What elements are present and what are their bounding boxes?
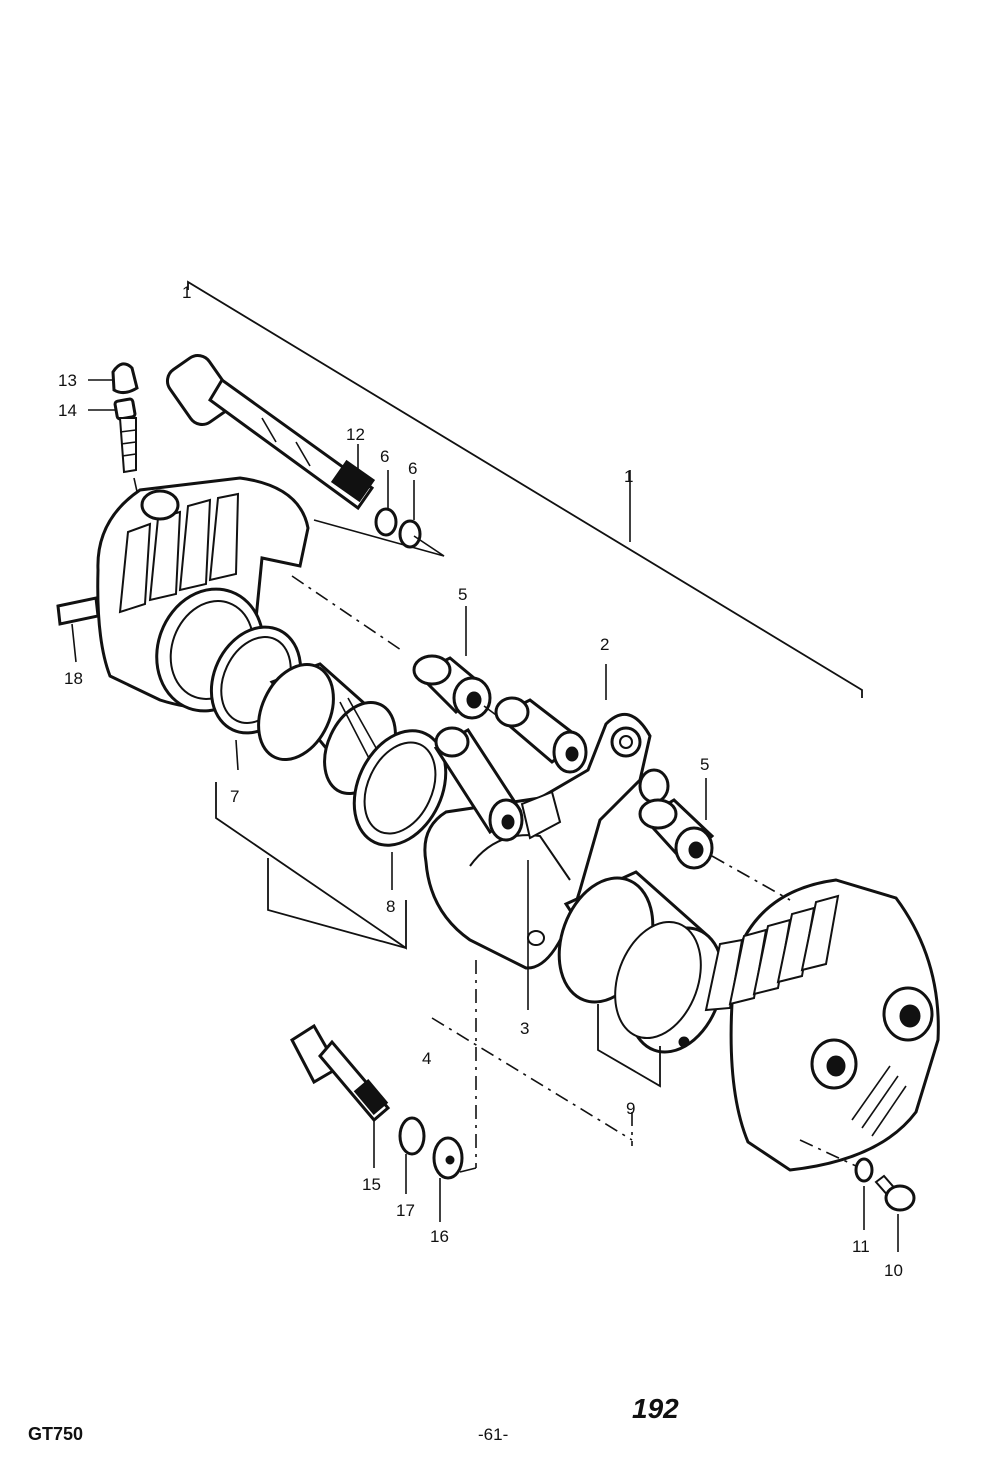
page-number: -61- [478, 1425, 508, 1444]
callout-1-assembly-left: 1 [182, 283, 191, 302]
callout-5-lower: 5 [700, 755, 709, 774]
callout-4: 4 [422, 1049, 431, 1068]
callout-1-assembly: 1 [624, 467, 633, 486]
alignment-line-a [291, 575, 405, 653]
cover-screw [874, 1174, 916, 1212]
bleeder-screw [113, 397, 137, 474]
callout-16: 16 [430, 1227, 449, 1246]
o-ring-a [374, 507, 398, 537]
assembly-bracket-1 [187, 280, 863, 698]
slide-pin-upper [494, 696, 588, 774]
label-plate [56, 596, 100, 663]
bracket-4-inner [215, 782, 407, 950]
sleeve-lower [638, 798, 715, 870]
caliper-inner-half [704, 878, 940, 1172]
o-ring-b [398, 519, 422, 549]
callout-2: 2 [600, 635, 609, 654]
sleeve-small [638, 768, 670, 804]
callout-6-b: 6 [408, 459, 417, 478]
callout-5-upper: 5 [458, 585, 467, 604]
callout-17: 17 [396, 1201, 415, 1220]
callout-7: 7 [230, 787, 239, 806]
screw-washer [854, 1157, 874, 1183]
caliper-support-bracket [423, 713, 652, 970]
mounting-bolt [290, 1023, 391, 1123]
model-code: GT750 [28, 1424, 83, 1444]
callout-15: 15 [362, 1175, 381, 1194]
callout-11: 11 [852, 1237, 870, 1256]
callout-10: 10 [884, 1261, 903, 1280]
bleeder-cap [111, 362, 139, 395]
pad-spring [520, 790, 562, 840]
bracket-9 [597, 1004, 661, 1088]
slide-pin-lower [433, 726, 524, 842]
callout-9: 9 [626, 1099, 635, 1118]
spring-washer [398, 1116, 426, 1156]
callout-3: 3 [520, 1019, 529, 1038]
callout-18: 18 [64, 669, 83, 688]
sheet-number: 192 [632, 1393, 679, 1424]
callout-14: 14 [58, 401, 77, 420]
callout-8: 8 [386, 897, 395, 916]
caliper-bolt [165, 354, 376, 511]
callout-6-a: 6 [380, 447, 389, 466]
callout-13: 13 [58, 371, 77, 390]
sleeve-upper [412, 654, 492, 720]
callout-12: 12 [346, 425, 365, 444]
alignment-line-b [431, 1017, 633, 1141]
